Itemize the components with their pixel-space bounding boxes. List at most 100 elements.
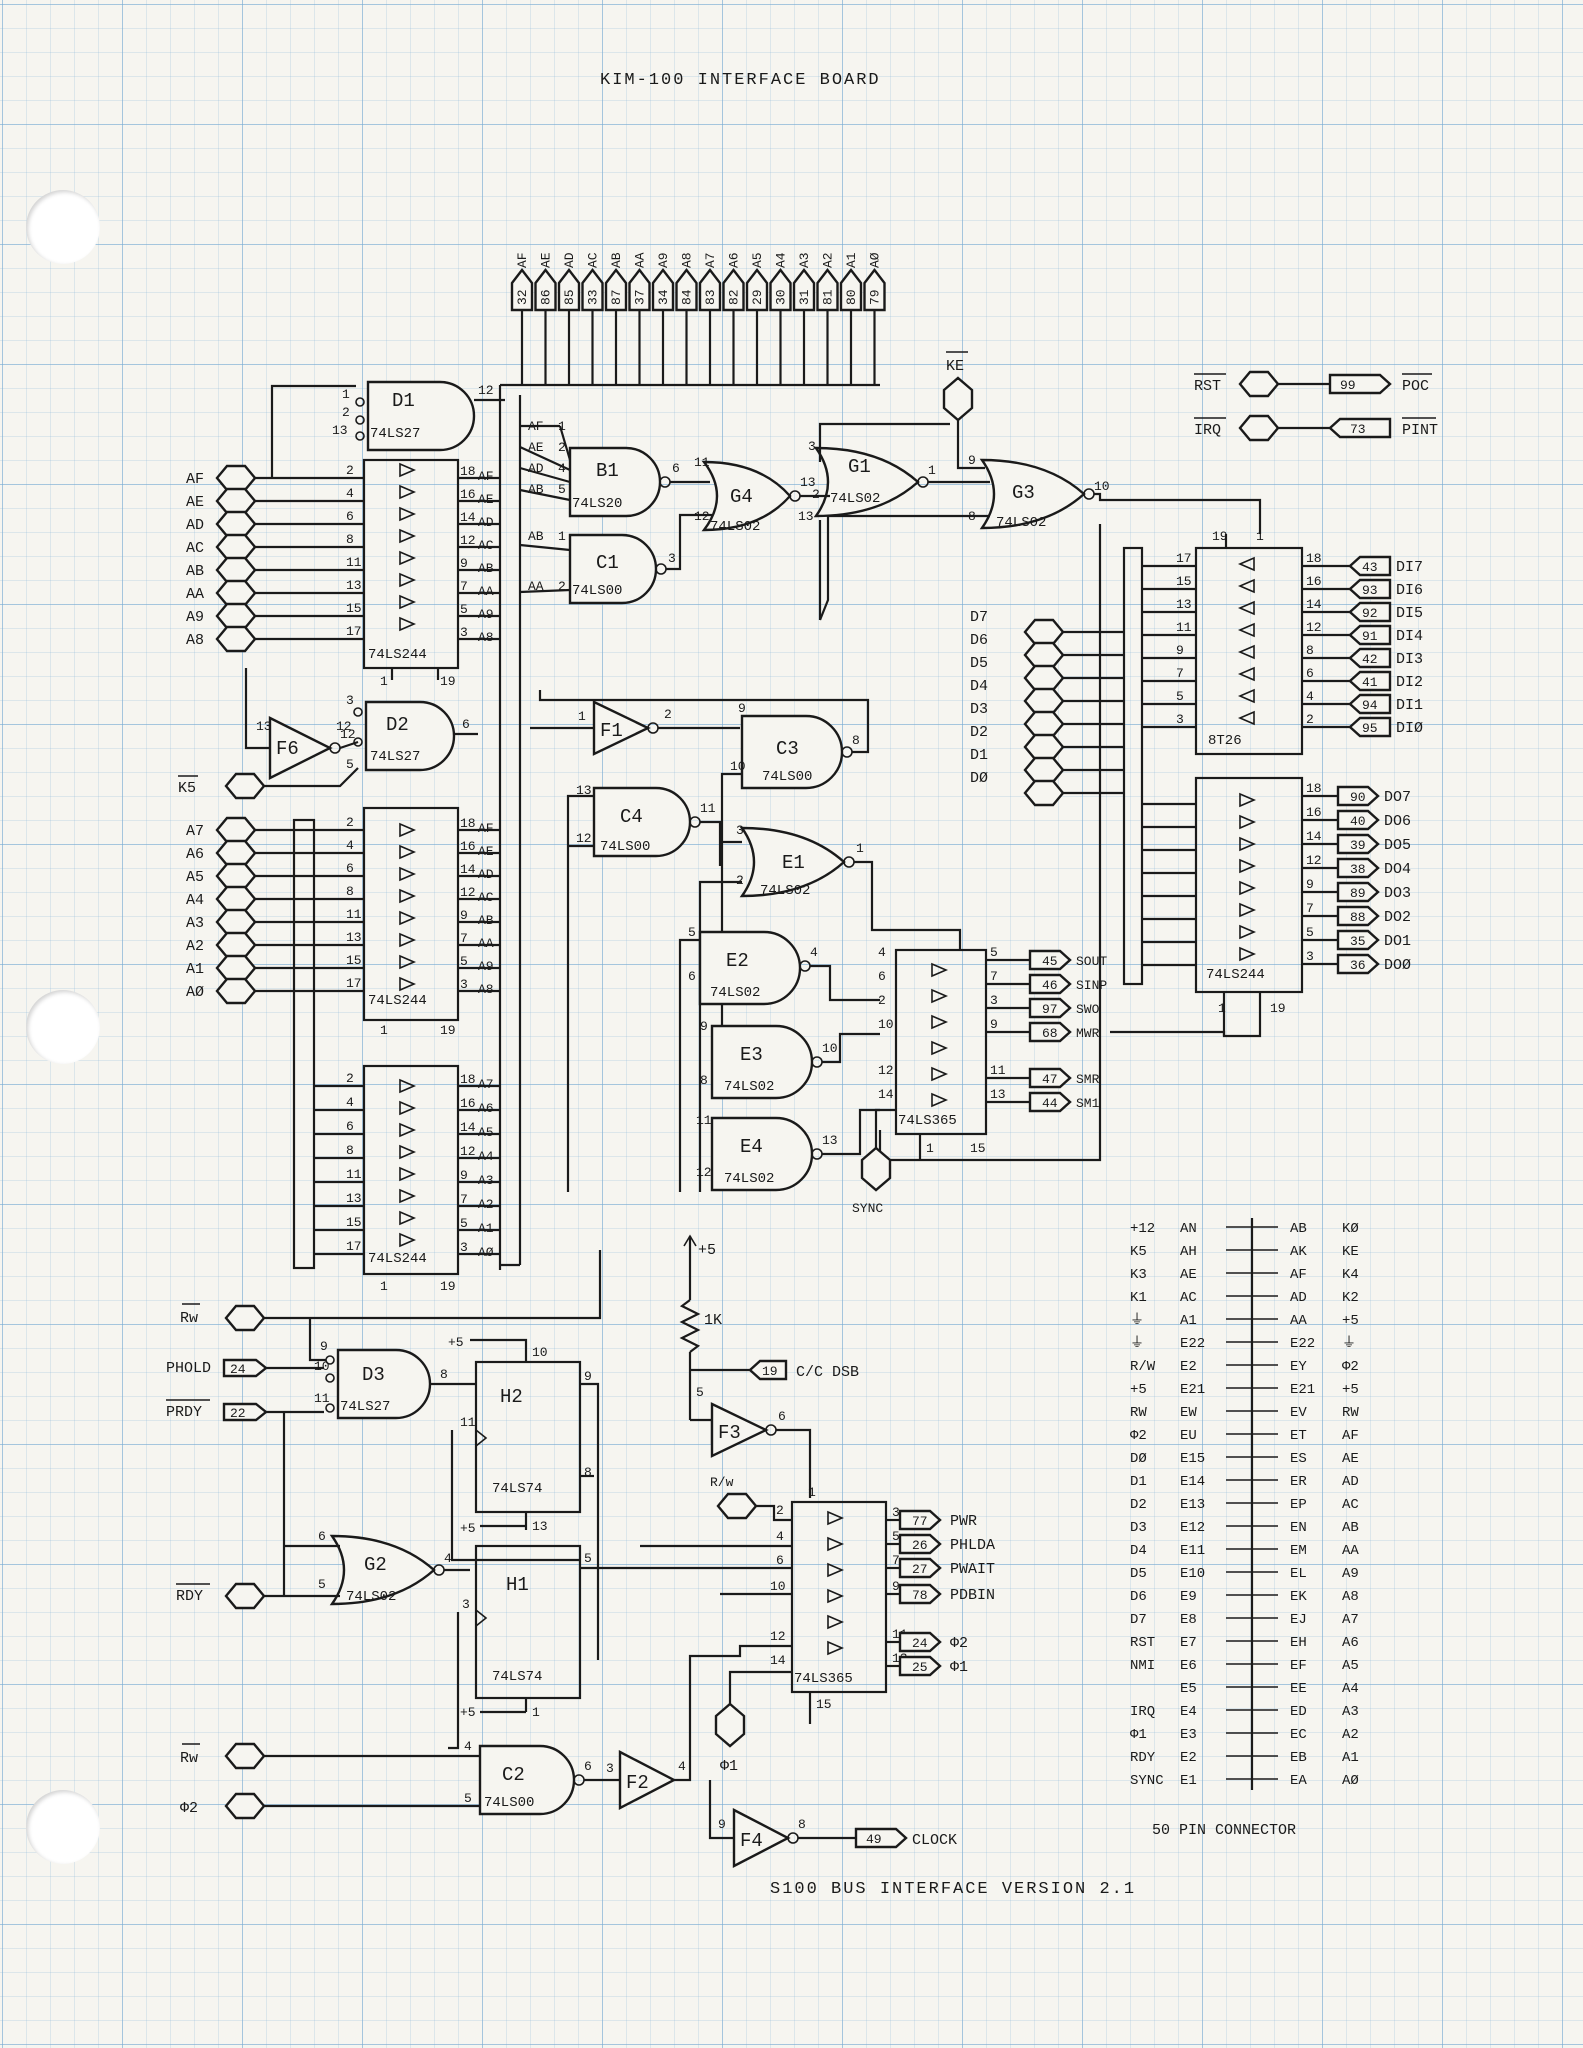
bus-pin-signal: AE xyxy=(539,252,554,268)
conn-right-signal: KE xyxy=(1342,1244,1359,1260)
do-tag-DO3-number: 89 xyxy=(1350,886,1366,901)
svg-text:14: 14 xyxy=(460,862,476,877)
conn-left-pin: E14 xyxy=(1180,1474,1205,1490)
svg-text:8: 8 xyxy=(346,1143,354,1158)
svg-text:8: 8 xyxy=(798,1817,806,1832)
svg-text:A4: A4 xyxy=(478,1149,494,1164)
conn-left-signal: ⏚ xyxy=(1130,1312,1144,1329)
svg-text:16: 16 xyxy=(460,839,476,854)
conn-left-pin: E21 xyxy=(1180,1382,1205,1398)
buffer-365-a-label: 74LS365 xyxy=(898,1113,957,1129)
svg-text:3: 3 xyxy=(668,551,676,566)
phi2-input: Φ2 xyxy=(180,1792,480,1820)
svg-text:5: 5 xyxy=(1176,689,1184,704)
conn-right-pin: EN xyxy=(1290,1520,1307,1536)
ctrl-label-Φ2: Φ2 xyxy=(950,1635,968,1652)
conn-right-pin: EB xyxy=(1290,1750,1307,1766)
sync-label: SYNC xyxy=(852,1201,883,1216)
buffer-triangle-symbol xyxy=(399,910,417,926)
bus-pin-signal: A5 xyxy=(750,252,765,268)
svg-text:5: 5 xyxy=(1306,925,1314,940)
di-tag-DI7 xyxy=(1348,555,1392,577)
addr-input-hex-AF xyxy=(215,464,257,492)
gate-d1-part: 74LS27 xyxy=(370,426,420,442)
conn-right-pin: EY xyxy=(1290,1359,1307,1375)
svg-text:A9: A9 xyxy=(478,607,494,622)
gate-b1-label: B1 xyxy=(596,460,619,482)
bus-pin-number: 85 xyxy=(562,289,577,305)
gate-d1-label: D1 xyxy=(392,390,415,412)
addr-input-AB: AB xyxy=(186,563,204,580)
svg-text:1: 1 xyxy=(342,387,350,402)
status-tag-SWO-number: 97 xyxy=(1042,1002,1058,1017)
gate-g2: G2 74LS02 654 xyxy=(284,1529,470,1606)
di-tag-DI6-number: 93 xyxy=(1362,583,1378,598)
bus-pin-number: 37 xyxy=(633,289,648,305)
conn-left-signal: D1 xyxy=(1130,1474,1147,1490)
svg-text:AC: AC xyxy=(478,890,494,905)
svg-text:18: 18 xyxy=(1306,781,1322,796)
do-label-DO4: DO4 xyxy=(1384,861,1411,878)
buffer-triangle-symbol xyxy=(399,1144,417,1160)
svg-text:3: 3 xyxy=(462,1597,470,1612)
conn-left-pin: E22 xyxy=(1180,1336,1205,1352)
svg-text:14: 14 xyxy=(1306,829,1322,844)
data-input-hex-DØ xyxy=(1023,779,1065,807)
ctrl-label-PWR: PWR xyxy=(950,1513,977,1530)
conn-left-signal: Φ1 xyxy=(1130,1727,1147,1743)
svg-text:2: 2 xyxy=(664,707,672,722)
do-tag-DO6-number: 40 xyxy=(1350,814,1366,829)
buffer-triangle-symbol xyxy=(1237,666,1255,682)
svg-text:12: 12 xyxy=(694,509,710,524)
addr-input-hex-A1 xyxy=(215,954,257,982)
ke-label: KE xyxy=(946,358,964,375)
conn-left-signal: +12 xyxy=(1130,1221,1155,1237)
phi1-label: Φ1 xyxy=(720,1758,738,1775)
conn-left-pin: A1 xyxy=(1180,1313,1197,1329)
conn-left-pin: E2 xyxy=(1180,1359,1197,1375)
gate-c1-part: 74LS00 xyxy=(572,583,622,599)
svg-text:14: 14 xyxy=(770,1653,786,1668)
svg-text:6: 6 xyxy=(346,509,354,524)
rdy-label: RDY xyxy=(176,1588,203,1605)
ctrl-tag-PDBIN-number: 78 xyxy=(912,1588,928,1603)
svg-text:4: 4 xyxy=(444,1551,452,1566)
c-dsb-label: C/C DSB xyxy=(796,1364,859,1381)
svg-text:9: 9 xyxy=(718,1817,726,1832)
buffer-triangle-symbol xyxy=(1239,902,1257,918)
svg-text:7: 7 xyxy=(460,1192,468,1207)
svg-text:7: 7 xyxy=(990,969,998,984)
svg-text:4: 4 xyxy=(810,945,818,960)
svg-text:17: 17 xyxy=(346,976,362,991)
data-input-DØ: DØ xyxy=(970,770,988,787)
addr-input-A1: A1 xyxy=(186,961,204,978)
addr-input-AA: AA xyxy=(186,586,204,603)
conn-left-pin: E9 xyxy=(1180,1589,1197,1605)
bus-pin-AF xyxy=(510,268,534,312)
addr-input-hex-AC xyxy=(215,533,257,561)
prdy-pin: 22 xyxy=(230,1406,246,1421)
buffer-triangle-symbol xyxy=(931,1092,949,1108)
svg-text:6: 6 xyxy=(776,1553,784,1568)
bus-pin-A5 xyxy=(745,268,769,312)
conn-left-signal: D4 xyxy=(1130,1543,1147,1559)
status-label-SWO: SWO xyxy=(1076,1002,1100,1017)
svg-text:12: 12 xyxy=(770,1629,786,1644)
gate-e2: E2 74LS02 564 xyxy=(678,925,880,1192)
svg-text:5: 5 xyxy=(460,602,468,617)
conn-right-pin: EC xyxy=(1290,1727,1307,1743)
conn-right-pin: ER xyxy=(1290,1474,1307,1490)
conn-right-signal: A5 xyxy=(1342,1658,1359,1674)
di-tag-DI3-number: 42 xyxy=(1362,652,1378,667)
addr-input-AØ: AØ xyxy=(186,984,204,1001)
ctrl-label-PWAIT: PWAIT xyxy=(950,1561,995,1578)
data-input-hex-D1 xyxy=(1023,756,1065,784)
